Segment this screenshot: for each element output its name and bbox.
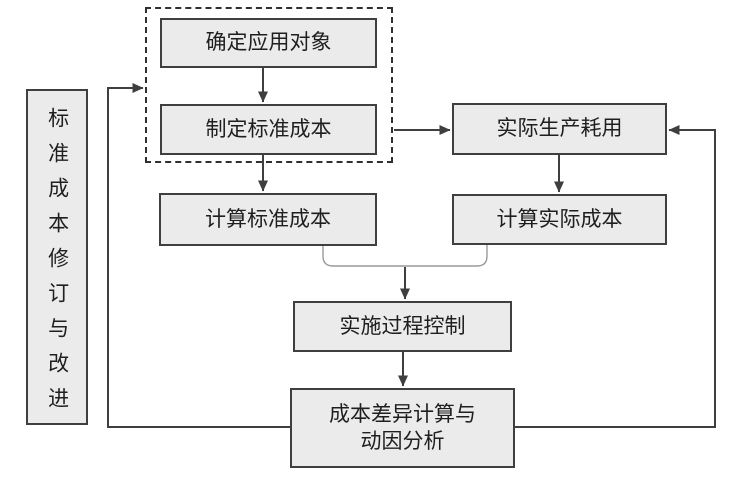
node-set-standard-cost: 制定标准成本 [160, 104, 377, 155]
node-process-control-label: 实施过程控制 [339, 314, 466, 338]
node-standard-cost-revision: 标准成本修订与改进 [26, 89, 88, 425]
node-actual-consumption-label: 实际生产耗用 [496, 117, 623, 141]
merge-bracket-connector [322, 245, 488, 267]
node-calc-standard-cost: 计算标准成本 [159, 193, 377, 246]
node-calc-actual-cost-label: 计算实际成本 [496, 207, 623, 231]
standard-cost-setup-group [145, 7, 393, 163]
node-set-standard-cost-label: 制定标准成本 [205, 117, 332, 141]
node-calc-standard-cost-label: 计算标准成本 [205, 207, 331, 231]
node-calc-actual-cost: 计算实际成本 [452, 194, 667, 245]
node-determine-object: 确定应用对象 [160, 18, 377, 68]
node-standard-cost-revision-label: 标准成本修订与改进 [45, 106, 69, 422]
edge-feedback-left [107, 83, 290, 428]
node-determine-object-label: 确定应用对象 [205, 31, 332, 55]
node-process-control: 实施过程控制 [293, 301, 512, 352]
node-actual-consumption: 实际生产耗用 [452, 103, 667, 155]
edge-feedback-right [515, 125, 716, 428]
node-variance-analysis: 成本差异计算与 动因分析 [290, 388, 515, 468]
node-variance-analysis-label: 成本差异计算与 动因分析 [329, 402, 476, 453]
